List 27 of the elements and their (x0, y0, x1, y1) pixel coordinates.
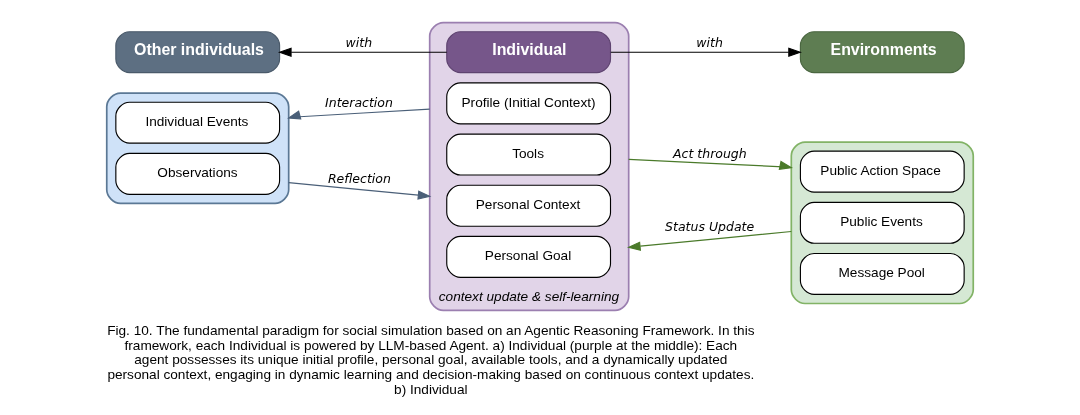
arrow (288, 181, 432, 200)
caption: Fig. 10. The fundamental paradigm for social simulation based on an Agentic Reasoning Framework. In this framework, each Individual is powered by LLM-based Agent. a) Individual (purple at the middle): Each agent possesses its unique initial profile, personal goal, available tools, and a dynamically updated personal context, engaging in dynamic learning and decision-making based on continuous context updates. b) Individual (107, 322, 755, 397)
node-box: Observations (115, 152, 281, 195)
node-box: Personal Context (446, 184, 612, 227)
arrow (610, 46, 802, 57)
edge-label: with (696, 34, 723, 50)
node-box: Profile (Initial Context) (446, 81, 612, 124)
node-box: Public Action Space (799, 150, 965, 193)
node-box: Public Events (799, 201, 965, 244)
cluster (105, 91, 290, 204)
node-box: Individual (446, 30, 612, 73)
arrow (287, 108, 431, 119)
arrow (627, 230, 792, 251)
edge-label: Act through (673, 145, 747, 161)
arrow (277, 46, 448, 57)
node-box: Environments (799, 30, 965, 73)
node-box: Individual Events (115, 101, 281, 144)
arrow (628, 158, 793, 170)
edge-label: Interaction (325, 94, 393, 110)
node-box: Tools (446, 133, 612, 176)
cluster (790, 140, 975, 304)
edge-label: Status Update (665, 218, 755, 234)
edge-label: with (345, 34, 373, 50)
node-box: Message Pool (799, 252, 965, 295)
node-box: Personal Goal (446, 235, 612, 278)
edge-label: Reflection (327, 170, 391, 186)
node-box: Other individuals (115, 30, 281, 73)
